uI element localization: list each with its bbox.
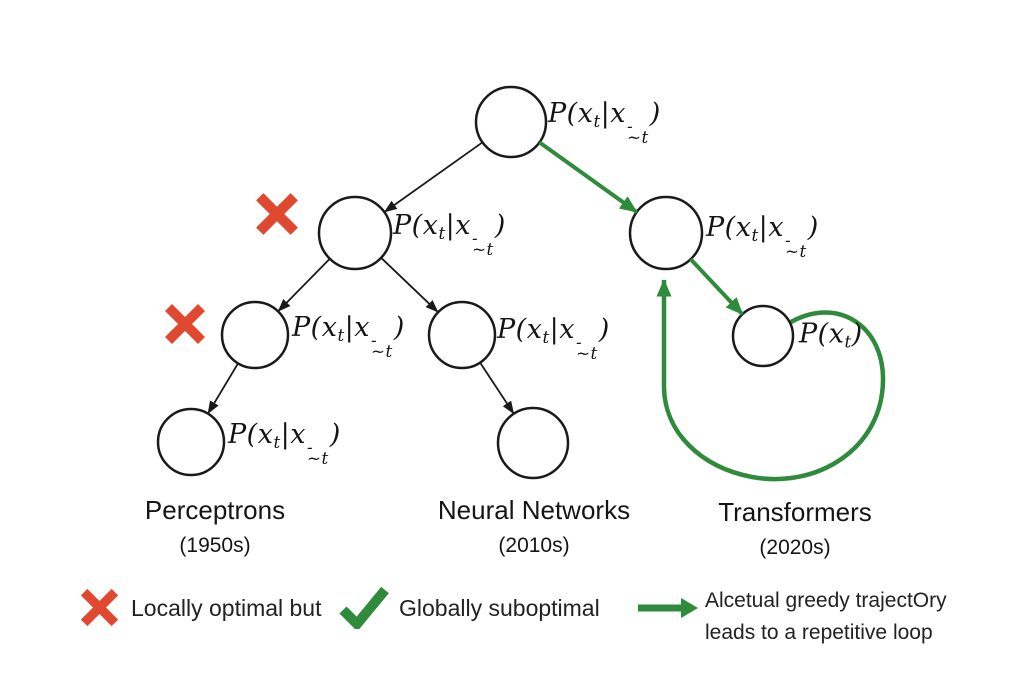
node-label-left-l3: P(xt|x-~t): [292, 311, 405, 361]
math-fragment: ~t: [785, 240, 807, 261]
legend-red-x: [79, 587, 120, 633]
math-fragment: P(x: [228, 418, 274, 450]
category-era: (1950s): [179, 534, 251, 557]
math-fragment: -: [472, 228, 479, 249]
math-fragment: ~t: [307, 447, 329, 468]
math-fragment: -: [627, 116, 634, 137]
math-fragment: t: [337, 324, 345, 345]
node-circle-mid-l4: [496, 406, 570, 480]
math-fragment: t: [273, 431, 281, 452]
math-fragment: P(x: [706, 211, 752, 243]
math-fragment: t: [542, 326, 550, 347]
legend-label-locally-optimal: Locally optimal but: [131, 595, 322, 621]
math-fragment: t: [844, 331, 852, 352]
node-circle-left-l2: [317, 195, 393, 271]
math-fragment: -: [576, 332, 583, 353]
arrow-l3-to-l4-left: [207, 362, 239, 415]
green-arrow-root-to-transformer: [538, 140, 638, 214]
node-circle-transformer-l3: [731, 304, 795, 368]
math-fragment: P(x: [393, 209, 439, 241]
math-fragment: ~t: [472, 238, 494, 259]
category-neural-networks: Neural Networks (2010s): [404, 495, 664, 558]
category-era: (2010s): [498, 534, 570, 557]
arrow-l2-to-l3-mid: [380, 257, 439, 313]
node-circle-left-l4: [156, 407, 226, 477]
red-x-icon: [164, 303, 206, 345]
math-fragment: ~t: [627, 126, 649, 147]
math-fragment: ~t: [371, 340, 393, 361]
legend-green-arrow: [636, 595, 700, 626]
node-label-left-l2: P(xt|x-~t): [393, 209, 506, 259]
math-fragment: P(x: [548, 97, 594, 129]
math-fragment: P(x: [497, 313, 543, 345]
math-fragment: -~t: [307, 437, 329, 468]
legend-label-greedy-trajectory: Alcetual greedy trajectOry leads to a re…: [705, 585, 947, 649]
math-fragment: -~t: [627, 116, 649, 147]
math-fragment: -: [371, 330, 378, 351]
math-fragment: P(x: [292, 311, 338, 343]
math-fragment: |x: [549, 313, 575, 345]
legend-line-1: Alcetual greedy trajectOry: [705, 589, 947, 612]
math-fragment: t: [593, 110, 601, 131]
math-fragment: ): [851, 318, 863, 350]
red-x-icon: [80, 588, 119, 627]
node-circle-root: [474, 85, 548, 159]
math-fragment: |x: [344, 311, 370, 343]
math-fragment: -~t: [785, 230, 807, 261]
greedy-loop-arrow: [656, 279, 886, 482]
arrow-l3-to-l4-mid: [479, 362, 515, 415]
math-fragment: |x: [600, 97, 626, 129]
node-label-mid-l3: P(xt|x-~t): [497, 313, 610, 363]
math-fragment: t: [438, 222, 446, 243]
red-x-mark-l3: [163, 302, 207, 351]
math-fragment: t: [751, 224, 759, 245]
math-fragment: -~t: [371, 330, 393, 361]
node-label-transformer-l2: P(xt|x-~t): [706, 211, 819, 261]
math-fragment: ): [807, 211, 819, 243]
node-label-root: P(xt|x-~t): [548, 97, 661, 147]
math-fragment: -~t: [576, 332, 598, 363]
category-era: (2020s): [759, 536, 831, 559]
legend-line-2: leads to a repetitive loop: [705, 621, 933, 644]
category-name: Neural Networks: [437, 495, 631, 525]
category-name: Transformers: [718, 497, 872, 527]
category-transformers: Transformers (2020s): [675, 497, 915, 560]
math-fragment: -: [785, 230, 792, 251]
math-fragment: P(x: [799, 318, 845, 350]
category-name: Perceptrons: [144, 495, 286, 525]
node-circle-transformer-l2: [628, 195, 704, 271]
math-fragment: |x: [445, 209, 471, 241]
arrow-l2-to-l3-left: [277, 258, 331, 313]
math-fragment: ~t: [576, 342, 598, 363]
node-circle-mid-l3: [427, 300, 497, 370]
legend-green-check: [338, 585, 390, 634]
node-circle-left-l3: [220, 300, 290, 370]
arrow-root-to-left: [383, 141, 484, 213]
math-fragment: ): [393, 311, 405, 343]
green-check-icon: [339, 586, 389, 632]
math-fragment: ): [598, 313, 610, 345]
green-arrow-transformer-l2-to-l3: [689, 257, 744, 316]
red-x-icon: [256, 193, 298, 235]
math-fragment: -~t: [472, 228, 494, 259]
math-fragment: -: [307, 437, 314, 458]
category-perceptrons: Perceptrons (1950s): [95, 495, 335, 558]
legend-label-globally-suboptimal: Globally suboptimal: [399, 595, 600, 621]
node-label-marginal: P(xt): [799, 318, 863, 351]
math-fragment: ): [329, 418, 341, 450]
math-fragment: ): [494, 209, 506, 241]
red-x-mark-l2: [254, 191, 300, 242]
node-label-left-l4: P(xt|x-~t): [228, 418, 341, 468]
green-arrow-icon: [638, 598, 698, 618]
math-fragment: ): [649, 97, 661, 129]
math-fragment: |x: [280, 418, 306, 450]
math-fragment: |x: [758, 211, 784, 243]
